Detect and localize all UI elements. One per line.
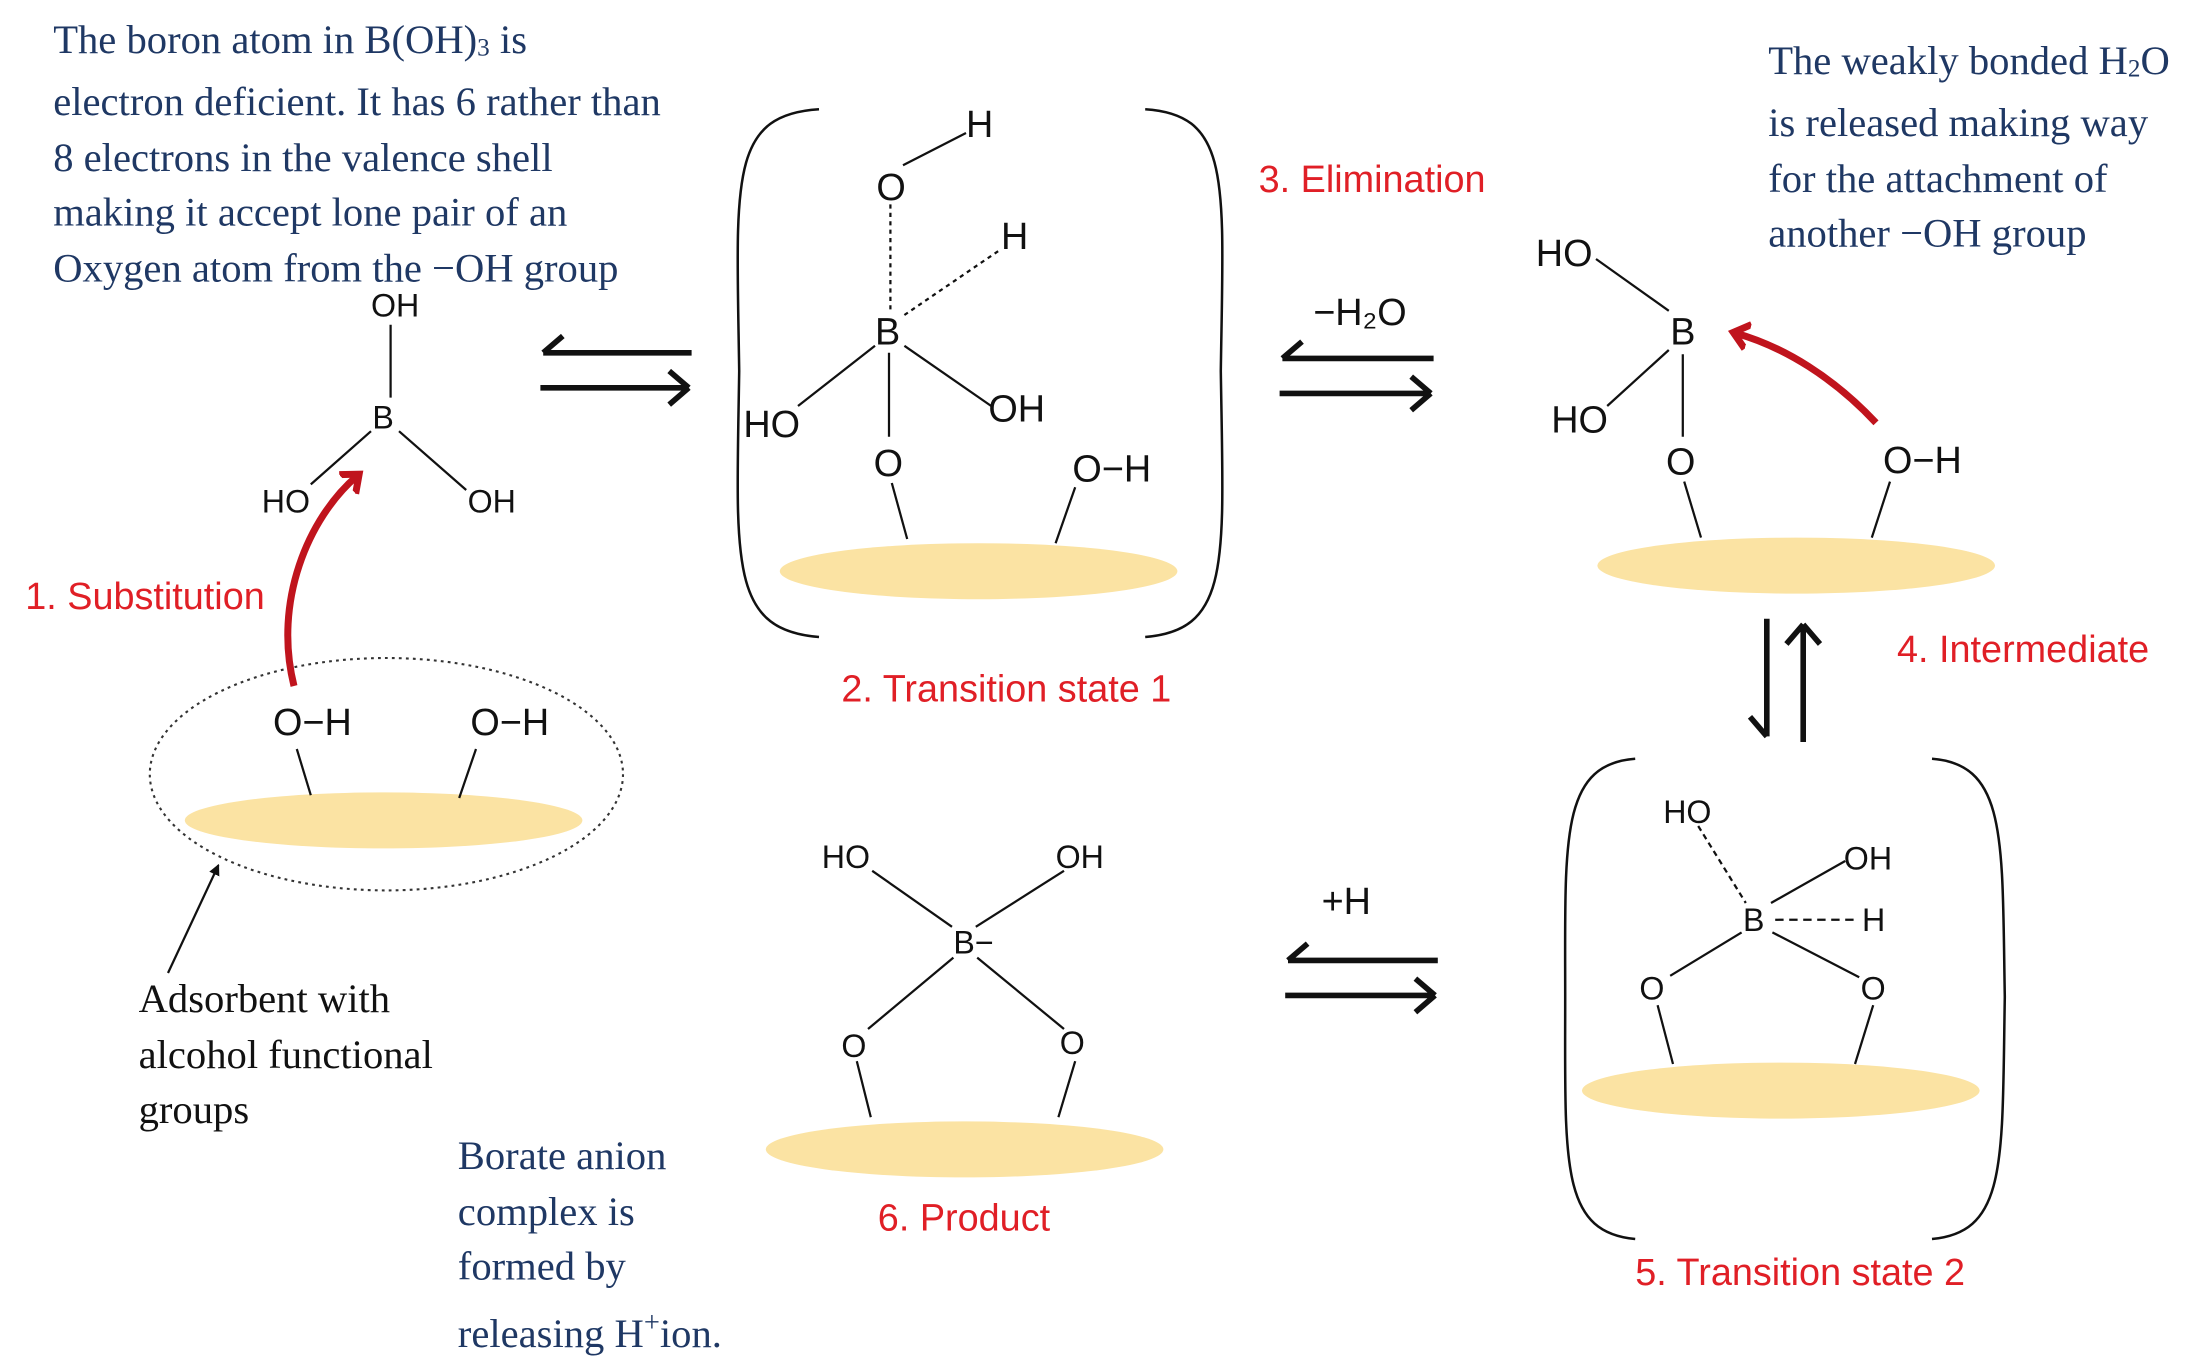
bond — [867, 956, 955, 1030]
transition-state-2: HO OH B H O O — [1563, 757, 2007, 1241]
water-release-note: The weakly bonded H2O is released making… — [1768, 39, 2170, 257]
boron-atom: B — [1743, 902, 1764, 938]
bracket-right — [1931, 757, 2007, 1241]
bond — [871, 869, 953, 928]
boron-deficiency-note: The boron atom in B(OH)3 is electron def… — [53, 18, 661, 291]
intermediate: HO B HO O O−H — [1536, 233, 1995, 594]
oxygen-atom: O — [1666, 442, 1695, 484]
bracket-left — [1563, 757, 1636, 1241]
hydrogen-atom: H — [1001, 216, 1028, 258]
hydroxyl-label: OH — [988, 388, 1045, 430]
bond — [1057, 1060, 1077, 1118]
bond — [1595, 258, 1670, 312]
borate-anion-atom: B− — [953, 924, 993, 960]
bond — [1656, 1004, 1675, 1065]
bond — [903, 344, 992, 407]
bond — [1054, 486, 1077, 544]
bond — [1870, 481, 1892, 538]
hydrogen-atom: H — [966, 104, 993, 146]
substitution-attack-arrow — [284, 476, 357, 687]
equilibrium-arrow-5-6: +H — [1285, 881, 1438, 1015]
bond — [1770, 860, 1846, 904]
hydrogen-bond — [1697, 825, 1747, 904]
oxygen-atom: O — [1060, 1025, 1085, 1061]
boron-atom: B — [875, 311, 900, 353]
hydroxyl-label: OH — [1844, 840, 1892, 876]
oxygen-atom: O — [1639, 971, 1664, 1007]
adsorbent-group: O−H O−H — [148, 656, 625, 892]
equilibrium-arrow-2-4: −H₂O — [1279, 292, 1434, 413]
hydroxyl-label: OH — [468, 483, 516, 519]
equilibrium-arrow-1-2 — [540, 333, 692, 407]
adsorbent-surface — [184, 792, 583, 849]
bond — [1771, 931, 1860, 979]
oxygen-atom: O — [876, 167, 905, 209]
hydrogen-bond — [903, 248, 1002, 316]
bond — [855, 1060, 872, 1118]
adsorbent-note: Adsorbent with alcohol functional groups — [138, 977, 433, 1133]
hydroxyl-label: HO — [1663, 794, 1711, 830]
hydroxyl-label: O−H — [1883, 440, 1962, 482]
step-substitution-label: 1. Substitution — [25, 575, 265, 618]
bond — [398, 430, 467, 491]
oxygen-atom: O — [1861, 971, 1886, 1007]
equilibrium-arrow-4-5 — [1747, 618, 1823, 742]
adsorbent-surface — [1597, 537, 1995, 594]
bond — [1606, 349, 1670, 407]
hydroxyl-label: HO — [1551, 400, 1608, 442]
hydrogen-atom: H — [1862, 902, 1885, 938]
hydroxyl-label: O−H — [273, 702, 352, 744]
hydroxyl-label: O−H — [1072, 449, 1151, 491]
step-transition-state-1-label: 2. Transition state 1 — [841, 667, 1172, 710]
bond — [310, 430, 372, 486]
water-loss-label: −H₂O — [1313, 292, 1406, 334]
bond — [976, 956, 1065, 1030]
hydroxyl-label: OH — [371, 287, 419, 323]
boric-acid: OH B HO OH — [262, 287, 516, 519]
bond — [975, 869, 1065, 928]
bond — [902, 132, 967, 167]
hydroxyl-label: HO — [1536, 233, 1593, 275]
hydroxyl-label: OH — [1056, 839, 1104, 875]
adsorbent-dotted-outline — [148, 656, 625, 892]
bracket-left — [736, 107, 820, 639]
adsorbent-surface — [779, 543, 1178, 600]
hydroxyl-label: HO — [822, 839, 870, 875]
step-elimination-label: 3. Elimination — [1258, 158, 1486, 201]
bond — [458, 748, 478, 799]
hydroxyl-label: O−H — [470, 702, 549, 744]
adsorbent-surface — [1582, 1062, 1980, 1119]
step-product-label: 6. Product — [877, 1197, 1051, 1239]
bond — [797, 344, 876, 407]
bond — [1683, 481, 1703, 538]
bracket-right — [1145, 107, 1224, 639]
boron-atom: B — [372, 399, 393, 435]
boron-atom: B — [1670, 311, 1695, 353]
step-transition-state-2-label: 5. Transition state 2 — [1635, 1251, 1966, 1294]
step-intermediate-label: 4. Intermediate — [1897, 628, 2150, 671]
second-attack-arrow — [1736, 333, 1879, 426]
bond — [1669, 931, 1743, 977]
adsorbent-surface — [765, 1121, 1164, 1178]
hydroxyl-label: HO — [262, 483, 310, 519]
bond — [1853, 1004, 1875, 1065]
hydroxyl-label: HO — [743, 404, 800, 446]
oxygen-atom: O — [841, 1028, 866, 1064]
adsorbent-pointer-arrow — [166, 863, 220, 974]
bond — [890, 482, 909, 540]
bond — [295, 748, 312, 796]
borate-product: HO OH B− O O — [765, 839, 1164, 1178]
transition-state-1: H O H B HO OH O O−H — [736, 104, 1224, 639]
proton-label: +H — [1322, 881, 1371, 923]
borate-formation-note: Borate anion complex is formed by releas… — [457, 1134, 722, 1357]
oxygen-atom: O — [874, 443, 903, 485]
